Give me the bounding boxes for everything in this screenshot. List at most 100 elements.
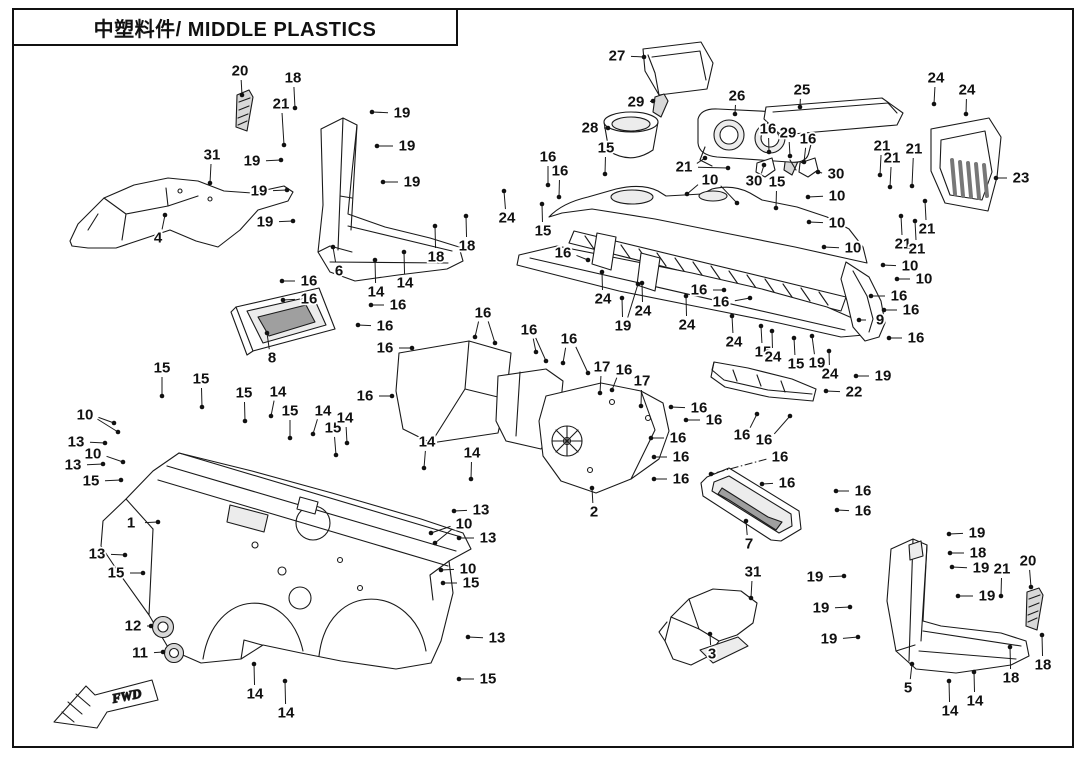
callout-19: 19 [399,138,416,155]
part-5-pillar-trim-right [886,538,1030,674]
leader-line [1029,569,1032,588]
callout-13: 13 [89,546,106,563]
callout-7: 7 [745,536,753,553]
leader-line [284,680,287,705]
fastener-point [773,205,779,211]
leader-line [811,335,815,355]
fastener-point [759,481,765,487]
leader-line [710,458,767,475]
fastener-point [605,125,611,131]
callout-14: 14 [464,445,481,462]
callout-19: 19 [244,153,261,170]
callout-13: 13 [473,502,490,519]
fastener-point [702,155,708,161]
fastener-point [887,184,893,190]
leader-line [599,375,602,394]
fastener-point [102,440,108,446]
fastener-point [585,257,591,263]
leader-line [474,321,480,338]
part-2-center-console [395,340,670,494]
fastener-point [344,440,350,446]
fastener-point [707,631,713,637]
leader-line [828,575,845,578]
callout-15: 15 [325,420,342,437]
callout-14: 14 [368,284,385,301]
fastener-point [651,476,657,482]
fastener-point [912,218,918,224]
fastener-point [355,322,361,328]
leader-line [685,295,688,317]
part-12-grommet [151,615,175,639]
fastener-point [650,98,656,104]
fastener-point [894,276,900,282]
fastener-point [853,373,859,379]
callout-21: 21 [884,150,901,167]
callout-21: 21 [909,241,926,258]
callout-29: 29 [780,125,797,142]
fastener-point [282,678,288,684]
callout-19: 19 [251,183,268,200]
callout-16: 16 [772,449,789,466]
fastener-point [556,194,562,200]
fastener-point [451,508,457,514]
callout-15: 15 [535,223,552,240]
fastener-point [609,387,615,393]
callout-15: 15 [193,371,210,388]
fastener-point [465,634,471,640]
fastener-point [826,348,832,354]
callout-21: 21 [895,236,912,253]
callout-16: 16 [555,245,572,262]
leader-line [948,532,964,535]
leader-line [434,225,437,249]
fastener-point [287,435,293,441]
fastener-point [734,200,740,206]
fastener-point [639,280,645,286]
fastener-point [372,257,378,263]
fastener-point [421,465,427,471]
fastener-point [651,454,657,460]
fastener-point [747,295,753,301]
fastener-point [100,461,106,467]
fastener-point [729,313,735,319]
fastener-point [1007,644,1013,650]
callout-15: 15 [788,356,805,373]
leader-line [403,251,406,275]
fastener-point [946,678,952,684]
leader-line [110,553,126,556]
callout-16: 16 [855,483,872,500]
fastener-point [648,435,654,441]
callout-10: 10 [77,407,94,424]
leader-line [627,283,639,318]
fastener-point [909,661,915,667]
leader-line [803,147,807,163]
callout-10: 10 [845,240,862,257]
callout-24: 24 [635,303,652,320]
fastener-point [463,213,469,219]
leader-line [293,86,296,109]
callout-19: 19 [394,105,411,122]
callout-19: 19 [404,174,421,191]
callout-24: 24 [499,210,516,227]
fastener-point [641,54,647,60]
leader-line [371,111,389,114]
leader-line [807,195,824,198]
callout-17: 17 [594,359,611,376]
callout-15: 15 [154,360,171,377]
callout-16: 16 [713,294,730,311]
fastener-point [533,349,539,355]
fastener-point [787,413,793,419]
callout-21: 21 [676,159,693,176]
callout-19: 19 [875,368,892,385]
callout-6: 6 [335,263,343,280]
callout-21: 21 [994,561,1011,578]
fastener-point [683,293,689,299]
part-3-duct-cover [658,588,758,666]
callout-19: 19 [615,318,632,335]
callout-16: 16 [903,302,920,319]
page-border [12,8,1074,748]
callout-16: 16 [377,318,394,335]
callout-16: 16 [540,149,557,166]
fastener-point [456,676,462,682]
leader-line [823,246,840,249]
